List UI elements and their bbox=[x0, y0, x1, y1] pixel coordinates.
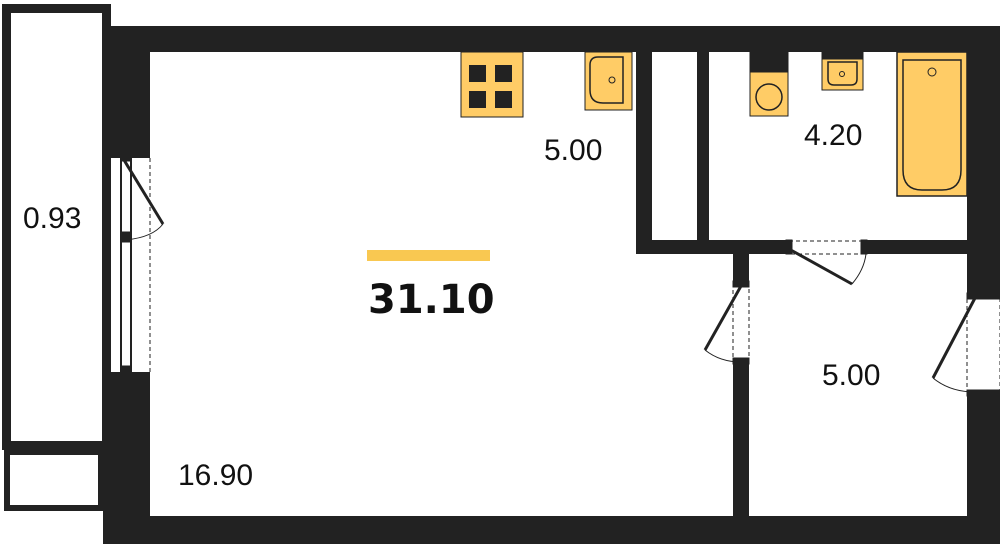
door-hinge-top bbox=[120, 154, 132, 162]
door-hinge-mid bbox=[120, 231, 132, 243]
wall-top bbox=[103, 26, 1000, 52]
bathroom-door bbox=[785, 239, 868, 286]
balcony-storage-box bbox=[4, 449, 104, 511]
door-leaf bbox=[931, 297, 977, 379]
door-opening bbox=[788, 240, 867, 255]
balcony-area-label: 0.93 bbox=[23, 202, 81, 235]
wall-bath-bottom bbox=[636, 240, 789, 254]
sink-basin bbox=[589, 56, 624, 104]
hallway-living-door bbox=[703, 280, 750, 365]
wall-bath-bottom-right bbox=[866, 240, 967, 254]
wall-hall-upper bbox=[733, 254, 749, 284]
wall-shaft-right bbox=[697, 52, 709, 242]
door-leaf bbox=[788, 247, 853, 286]
bathroom-area-label: 4.20 bbox=[804, 119, 862, 152]
door-swing-arc bbox=[932, 377, 976, 393]
stove-burner-1 bbox=[469, 65, 486, 82]
stove-burner-4 bbox=[495, 91, 512, 108]
toilet-tank bbox=[749, 51, 789, 73]
door-post-top bbox=[966, 292, 1000, 300]
tub-drain bbox=[927, 67, 937, 77]
tub-basin bbox=[902, 59, 962, 191]
door-hinge-bottom bbox=[120, 365, 132, 373]
stove-burner-3 bbox=[469, 91, 486, 108]
door-post-left bbox=[785, 239, 793, 255]
kitchen-stove bbox=[460, 51, 524, 118]
balcony-door bbox=[102, 154, 165, 373]
entrance-door bbox=[931, 292, 1000, 397]
sink-drain bbox=[839, 71, 845, 77]
hallway-area-label: 5.00 bbox=[822, 359, 880, 392]
living-room-area-label: 16.90 bbox=[178, 459, 253, 492]
wall-shaft-left bbox=[636, 52, 652, 254]
door-post-bottom bbox=[732, 357, 750, 365]
total-area-label: 31.10 bbox=[368, 277, 495, 323]
toilet-bowl bbox=[755, 83, 783, 111]
area-accent-bar bbox=[367, 250, 490, 261]
balcony-outline bbox=[2, 4, 111, 450]
door-post-bottom bbox=[966, 389, 1000, 397]
toilet bbox=[749, 51, 789, 117]
bathroom-sink bbox=[821, 51, 864, 91]
interior-walls bbox=[636, 52, 967, 516]
door-leaf bbox=[703, 285, 743, 351]
bathtub bbox=[896, 51, 968, 197]
wall-hall-lower bbox=[733, 364, 749, 516]
door-swing-arc bbox=[851, 253, 867, 285]
outer-walls bbox=[103, 26, 1000, 544]
door-swing-arc bbox=[704, 349, 742, 363]
stove-burner-2 bbox=[495, 65, 512, 82]
kitchen-sink bbox=[584, 51, 633, 111]
door-leaf bbox=[122, 159, 165, 225]
sink-drain bbox=[608, 76, 616, 84]
door-opening bbox=[966, 295, 1000, 397]
balcony bbox=[2, 4, 111, 511]
sink-backsplash bbox=[821, 51, 864, 60]
kitchen-area-label: 5.00 bbox=[544, 134, 602, 167]
wall-right-upper bbox=[967, 26, 1000, 296]
door-post-right bbox=[860, 239, 868, 255]
wall-bottom bbox=[103, 516, 1000, 544]
wall-right-lower bbox=[967, 396, 1000, 544]
